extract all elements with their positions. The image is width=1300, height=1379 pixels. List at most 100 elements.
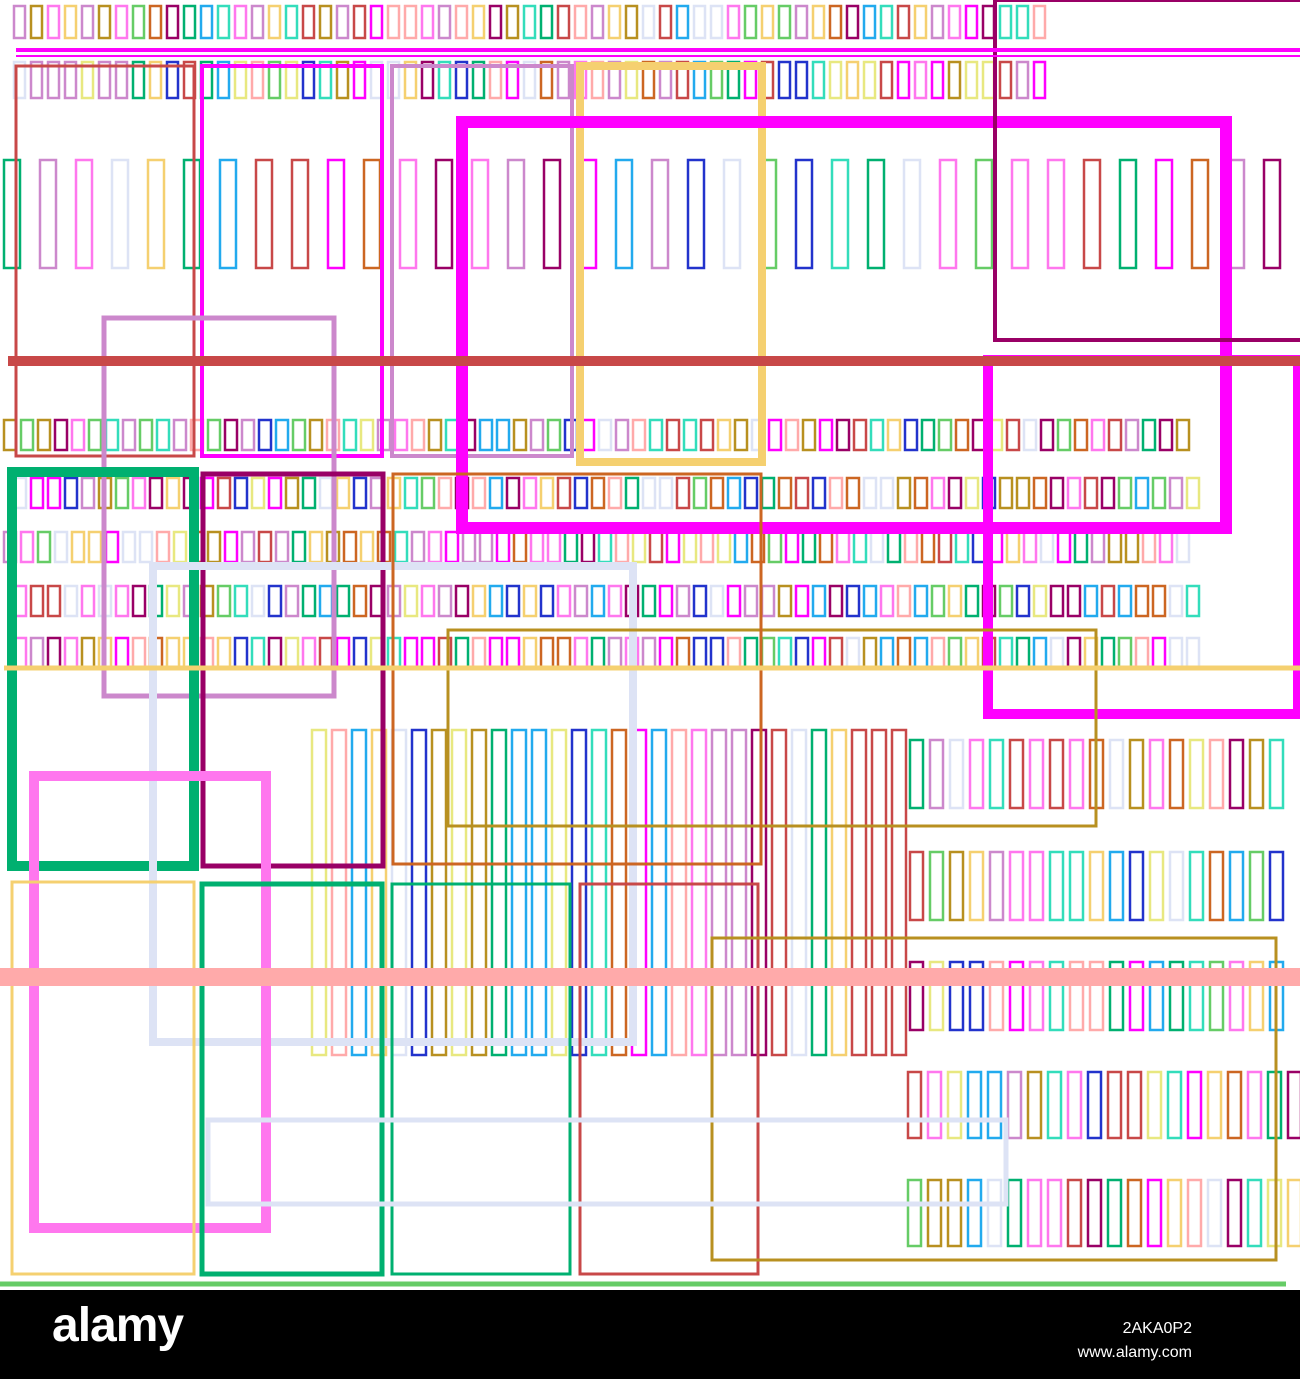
small-rect (359, 418, 375, 452)
small-rect (869, 418, 885, 452)
small-rect (879, 476, 895, 510)
small-rect (505, 636, 521, 670)
small-rect (1134, 584, 1150, 618)
small-rect (335, 636, 351, 670)
small-rect (658, 4, 673, 40)
long-rect (730, 728, 748, 1057)
small-rect (964, 584, 980, 618)
small-rect (1208, 738, 1225, 810)
small-rect (216, 584, 232, 618)
small-rect (546, 530, 562, 564)
small-rect (726, 476, 742, 510)
small-rect (131, 636, 147, 670)
small-rect (1049, 476, 1065, 510)
small-rect (70, 418, 86, 452)
small-rect (114, 584, 130, 618)
small-rect (1175, 530, 1191, 564)
long-rect (410, 728, 428, 1057)
small-rect (760, 476, 776, 510)
small-rect (393, 418, 409, 452)
small-rect (420, 476, 436, 510)
small-rect (1090, 418, 1106, 452)
abstract-rectangle-pattern (0, 0, 1300, 1287)
small-rect (1268, 850, 1285, 922)
small-rect (988, 850, 1005, 922)
tall-rect (470, 158, 490, 270)
small-rect (165, 476, 181, 510)
small-rect (12, 4, 27, 40)
small-rect (1141, 418, 1157, 452)
small-rect (1100, 636, 1116, 670)
small-rect (590, 584, 606, 618)
tall-rect (902, 158, 922, 270)
small-rect (1106, 1178, 1123, 1248)
small-rect (811, 476, 827, 510)
small-rect (794, 476, 810, 510)
small-rect (539, 4, 554, 40)
tall-rect (1010, 158, 1030, 270)
small-rect (386, 4, 401, 40)
small-rect (1107, 418, 1123, 452)
small-rect (284, 636, 300, 670)
small-rect (709, 584, 725, 618)
small-rect (913, 636, 929, 670)
small-rect (29, 4, 44, 40)
small-rect (777, 476, 793, 510)
small-rect (1108, 738, 1125, 810)
small-rect (250, 476, 266, 510)
small-rect (301, 60, 316, 100)
small-rect (403, 4, 418, 40)
small-rect (522, 4, 537, 40)
small-rect (862, 60, 877, 100)
small-rect (257, 418, 273, 452)
small-rect (928, 850, 945, 922)
frame-rect (578, 882, 760, 1276)
small-rect (546, 418, 562, 452)
frame-rect (390, 64, 574, 458)
small-rect (410, 418, 426, 452)
small-rect (488, 4, 503, 40)
small-rect (1166, 1178, 1183, 1248)
long-rect (430, 728, 448, 1057)
small-rect (29, 476, 45, 510)
small-rect (947, 60, 962, 100)
small-rect (930, 60, 945, 100)
small-rect (478, 530, 494, 564)
small-rect (1066, 476, 1082, 510)
small-rect (948, 738, 965, 810)
small-rect (930, 584, 946, 618)
small-rect (743, 4, 758, 40)
small-rect (964, 636, 980, 670)
small-rect (80, 584, 96, 618)
small-rect (97, 60, 112, 100)
small-rect (53, 530, 69, 564)
small-rect (63, 4, 78, 40)
small-rect (308, 530, 324, 564)
small-rect (522, 60, 537, 100)
small-rect (845, 4, 860, 40)
small-rect (488, 60, 503, 100)
small-rect (692, 4, 707, 40)
small-rect (709, 476, 725, 510)
small-rect (1015, 584, 1031, 618)
small-rect (794, 584, 810, 618)
small-rect (199, 4, 214, 40)
small-rect (624, 4, 639, 40)
small-rect (488, 636, 504, 670)
frame-rect (576, 62, 766, 466)
small-rect (165, 60, 180, 100)
small-rect (1246, 1070, 1263, 1140)
frame-rect (205, 1117, 1009, 1207)
small-rect (46, 60, 61, 100)
small-rect (29, 636, 45, 670)
small-rect (267, 60, 282, 100)
small-rect (801, 530, 817, 564)
watermark-footer-bar: alamy 2AKA0P2 www.alamy.com (0, 1290, 1300, 1379)
tall-rect (614, 158, 634, 270)
small-rect (777, 60, 792, 100)
long-rect (490, 728, 508, 1057)
tall-rect (110, 158, 130, 270)
small-rect (1006, 1070, 1023, 1140)
small-rect (104, 530, 120, 564)
small-rect (556, 584, 572, 618)
